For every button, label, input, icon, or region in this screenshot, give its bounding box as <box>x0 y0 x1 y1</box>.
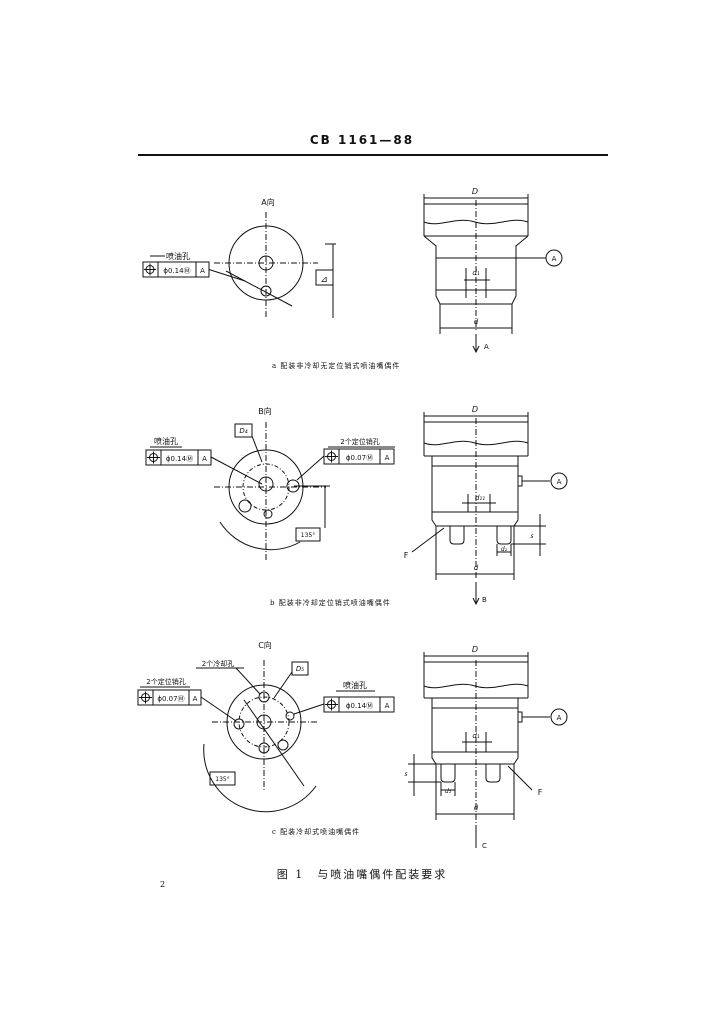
figure-b-D4-box <box>234 423 253 438</box>
figure-b-body <box>431 456 519 527</box>
figure-b-arrow-label: B <box>482 596 487 604</box>
figure-a-dim-d1: d₁ <box>472 269 479 277</box>
figure-b-pin-fcf-datum: A <box>385 454 390 462</box>
standard-code: CB 1161—88 <box>309 133 415 147</box>
figure-c-pin-fcf-datum: A <box>193 695 198 703</box>
figure-c-pin-left <box>440 764 456 783</box>
figure-b-pin-fcf: ϕ0.07Ⓜ A <box>323 448 395 465</box>
figure-a-dim-d: d <box>474 318 479 326</box>
figure-c-dim-s: s <box>404 771 407 778</box>
figure-title: 图 1 与喷油嘴偶件配装要求 <box>276 868 448 881</box>
figure-c-caption: c 配装冷却式喷油嘴偶件 <box>272 828 361 836</box>
figure-b-caption: b 配装非冷却定位销式喷油嘴偶件 <box>270 599 391 607</box>
figure-a-head-break <box>423 203 529 225</box>
figure-b-dim-d2: d₂ <box>501 546 508 553</box>
figure-c-angle-box <box>209 771 236 786</box>
page-number: 2 <box>160 880 166 889</box>
figure-c: C向 2个冷却孔 D₅ 135° <box>137 640 568 850</box>
figure-c-fcf-value: ϕ0.14Ⓜ <box>346 702 373 710</box>
figure-c-dim-d: d <box>474 804 479 812</box>
figure-b-fcf-value: ϕ0.14Ⓜ <box>166 455 193 463</box>
figure-c-side-view: D A d₁ <box>404 645 568 850</box>
figure-b-pin-left <box>449 526 465 545</box>
figure-c-dim-d2: d₂ <box>445 788 452 795</box>
figure-b-pin-hole-left <box>238 499 252 513</box>
figure-c-hole-label: 喷油孔 <box>343 680 367 690</box>
figure-a-end-view: A向 ⊿ 喷油孔 <box>142 197 336 318</box>
figure-b-head-break <box>423 421 529 446</box>
figure-b-pin-fcf-value: ϕ0.07Ⓜ <box>346 454 373 462</box>
figure-c-angle: 135° <box>215 776 229 783</box>
figure-b-angle-box <box>295 527 321 542</box>
figure-c-fcf-datum: A <box>385 702 390 710</box>
figure-a-fcf-datum: A <box>200 267 205 275</box>
figure-b-dim-s: s <box>530 533 533 540</box>
header-rule <box>138 154 608 156</box>
figure-a-caption: a 配装非冷却无定位销式喷油嘴偶件 <box>272 362 401 370</box>
figure-c-spray-hole <box>285 711 295 721</box>
figure-b-pin-right <box>496 526 512 545</box>
figure-b-D4: D₄ <box>239 427 247 435</box>
figure-c-angle-arc <box>203 743 317 813</box>
figure-c-end-view: C向 2个冷却孔 D₅ 135° <box>137 640 395 813</box>
figure-b-spray-hole <box>263 509 273 519</box>
figure-a-datum-ref: A <box>552 255 557 263</box>
figure-b-label-F: F <box>404 551 409 560</box>
figure-a-dim-D: D <box>472 187 478 196</box>
figure-c-pin-fcf: ϕ0.07Ⓜ A <box>137 689 202 706</box>
figure-c-dim-d1: d₁ <box>472 732 479 740</box>
figure-c-pin-label: 2个定位销孔 <box>146 677 185 686</box>
figure-b-dim-d: d <box>474 564 479 572</box>
figure-c-view-label: C向 <box>258 640 272 650</box>
figure-b-hole-label: 喷油孔 <box>154 436 178 446</box>
figure-b-fcf-datum: A <box>202 455 207 463</box>
figure-c-cooling-label: 2个冷却孔 <box>202 659 234 668</box>
figure-b-dim-D: D <box>472 405 478 414</box>
figure-a-side-view: D d₁ d <box>423 187 563 354</box>
figure-c-head-break <box>423 661 529 689</box>
figure-b-angle-arc <box>219 521 301 551</box>
figure-c-pin-fcf-value: ϕ0.07Ⓜ <box>157 695 184 703</box>
figure-a-angle-line <box>225 270 293 307</box>
figure-a: A向 ⊿ 喷油孔 <box>142 187 563 354</box>
figure-b-datum-ref: A <box>557 478 562 486</box>
figure-c-pin-right <box>485 764 501 783</box>
figure-c-fcf: ϕ0.14Ⓜ A <box>323 696 395 713</box>
figure-b-angle: 135° <box>301 532 315 539</box>
figure-b: B向 D₄ 135° 喷油孔 <box>145 405 568 606</box>
figure-a-datum-circle <box>545 249 563 267</box>
figure-c-arrow-label: C <box>482 842 487 850</box>
figure-b-datum-circle <box>550 472 568 490</box>
figure-c-body <box>431 698 519 765</box>
figure-c-box-D: D₅ <box>296 665 304 673</box>
figure-c-pin-hole-right <box>277 739 289 751</box>
figure-c-dim-D: D <box>472 645 478 654</box>
figure-a-side-box <box>315 269 334 286</box>
figure-a-view-label: A向 <box>261 197 274 207</box>
figure-c-D-box <box>291 661 309 676</box>
figure-a-side-symbol: ⊿ <box>320 275 328 285</box>
figure-a-leader <box>208 269 246 282</box>
figure-c-datum-circle <box>550 708 568 726</box>
figure-c-datum-ref: A <box>557 714 562 722</box>
figure-b-end-view: B向 D₄ 135° 喷油孔 <box>145 406 395 560</box>
figure-a-arrow-label: A <box>484 343 489 351</box>
figure-c-label-F: F <box>538 788 543 797</box>
figure-b-dim-d11: d₁₁ <box>475 494 485 502</box>
figure-a-fcf-value: ϕ0.14Ⓜ <box>163 267 190 275</box>
figure-b-view-label: B向 <box>258 406 272 416</box>
figure-b-side-view: D A d₁₁ <box>404 405 568 606</box>
figure-c-pin-hole-left <box>233 718 245 730</box>
figure-b-pin-label: 2个定位销孔 <box>340 437 379 446</box>
figure-a-fcf: ϕ0.14Ⓜ A <box>142 261 210 278</box>
figure-a-hole-label: 喷油孔 <box>166 251 190 261</box>
figure-b-fcf: ϕ0.14Ⓜ A <box>145 449 212 466</box>
